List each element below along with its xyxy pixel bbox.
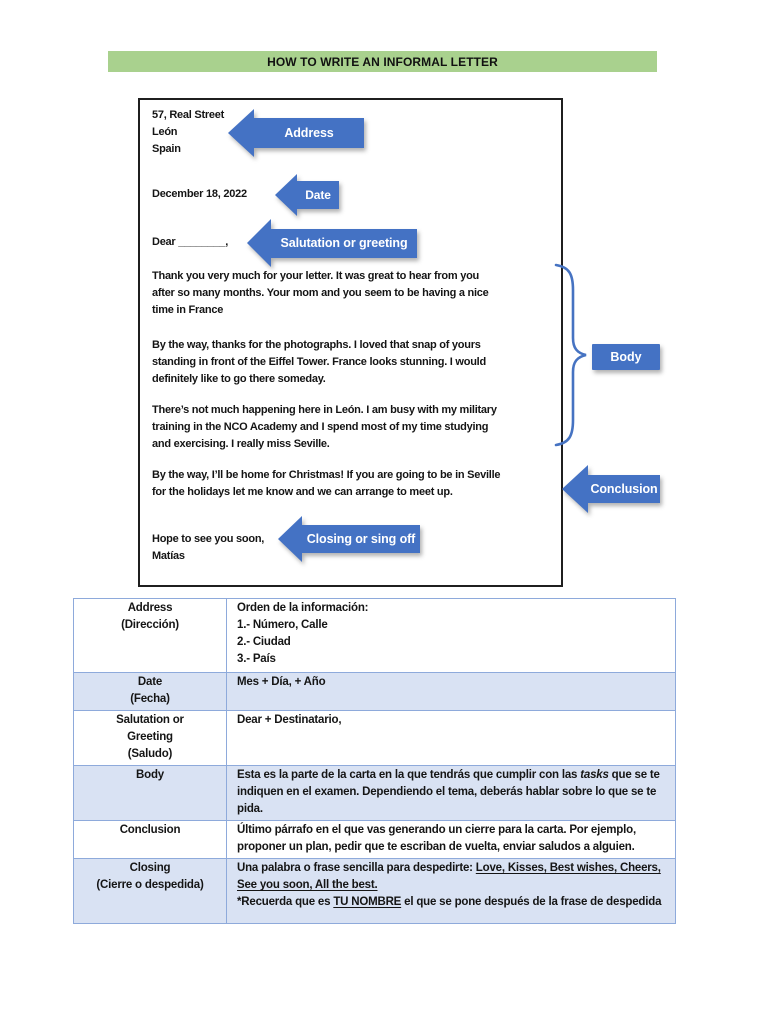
- date-callout-arrow: Date: [275, 174, 339, 216]
- term-cell: Conclusion: [74, 821, 227, 858]
- definition-cell: Dear + Destinatario,: [237, 714, 342, 726]
- body-brace-icon: [554, 263, 587, 447]
- conclusion-callout-label: Conclusion: [588, 475, 660, 503]
- definition-text: *Recuerda que es: [237, 896, 334, 908]
- arrow-left-icon: [278, 516, 302, 562]
- salutation-callout-label: Salutation or greeting: [271, 228, 417, 258]
- definition-text: Una palabra o frase sencilla para desped…: [237, 862, 476, 874]
- letter-salutation: Dear ________,: [152, 236, 229, 248]
- letter-signoff: Hope to see you soon, Matías: [152, 533, 265, 562]
- definition-cell: Último párrafo en el que vas generando u…: [237, 824, 636, 853]
- letter-address: 57, Real Street León Spain: [152, 109, 225, 155]
- address-callout-label: Address: [254, 118, 364, 148]
- table-row-salutation: Salutation or Greeting (Saludo) Dear + D…: [74, 711, 675, 766]
- definition-underlined-text: Love, Kisses, Best wishes, Cheers, See y…: [237, 862, 661, 891]
- definition-line: Una palabra o frase sencilla para desped…: [237, 860, 663, 894]
- letter-paragraph-2: By the way, thanks for the photographs. …: [152, 339, 486, 385]
- letter-parts-table: Address (Dirección) Orden de la informac…: [73, 598, 676, 924]
- arrow-left-icon: [228, 109, 254, 157]
- table-row-conclusion: Conclusion Último párrafo en el que vas …: [74, 821, 675, 859]
- date-callout-label: Date: [297, 181, 339, 209]
- term-cell: Closing (Cierre o despedida): [74, 859, 227, 923]
- definition-cell: Esta es la parte de la carta en la que t…: [227, 766, 675, 820]
- letter-date: December 18, 2022: [152, 188, 247, 200]
- definition-italic-text: tasks: [580, 769, 609, 781]
- page-title: HOW TO WRITE AN INFORMAL LETTER: [267, 54, 498, 69]
- definition-line: *Recuerda que es TU NOMBRE el que se pon…: [237, 894, 663, 911]
- table-row-body: Body Esta es la parte de la carta en la …: [74, 766, 675, 821]
- address-callout-arrow: Address: [228, 109, 364, 157]
- definition-cell: Una palabra o frase sencilla para desped…: [227, 859, 675, 923]
- letter-paragraph-4: By the way, I’ll be home for Christmas! …: [152, 469, 501, 498]
- definition-cell: Orden de la información: 1.- Número, Cal…: [237, 602, 369, 665]
- table-row-date: Date (Fecha) Mes + Día, + Año: [74, 673, 675, 711]
- body-callout-label: Body: [592, 344, 660, 370]
- letter-paragraph-1: Thank you very much for your letter. It …: [152, 270, 489, 316]
- definition-text: que se te indiquen en el examen. Dependi…: [237, 769, 660, 815]
- term-cell: Body: [74, 766, 227, 820]
- letter-box: 57, Real Street León Spain December 18, …: [138, 98, 563, 587]
- definition-text: el que se pone después de la frase de de…: [401, 896, 662, 908]
- closing-callout-arrow: Closing or sing off: [278, 516, 420, 562]
- term-cell: Address (Dirección): [74, 599, 227, 672]
- conclusion-callout-arrow: Conclusion: [562, 465, 660, 513]
- definition-cell: Mes + Día, + Año: [237, 676, 326, 688]
- term-cell: Salutation or Greeting (Saludo): [74, 711, 227, 765]
- table-row-closing: Closing (Cierre o despedida) Una palabra…: [74, 859, 675, 923]
- arrow-left-icon: [247, 219, 271, 267]
- definition-text: Esta es la parte de la carta en la que t…: [237, 769, 581, 781]
- table-row-address: Address (Dirección) Orden de la informac…: [74, 599, 675, 673]
- term-cell: Date (Fecha): [74, 673, 227, 710]
- letter-paragraph-3: There’s not much happening here in León.…: [152, 404, 497, 450]
- closing-callout-label: Closing or sing off: [302, 525, 420, 553]
- arrow-left-icon: [275, 174, 297, 216]
- arrow-left-icon: [562, 465, 588, 513]
- title-banner: HOW TO WRITE AN INFORMAL LETTER: [108, 51, 657, 72]
- definition-underlined-text: TU NOMBRE: [333, 896, 402, 908]
- salutation-callout-arrow: Salutation or greeting: [247, 219, 417, 267]
